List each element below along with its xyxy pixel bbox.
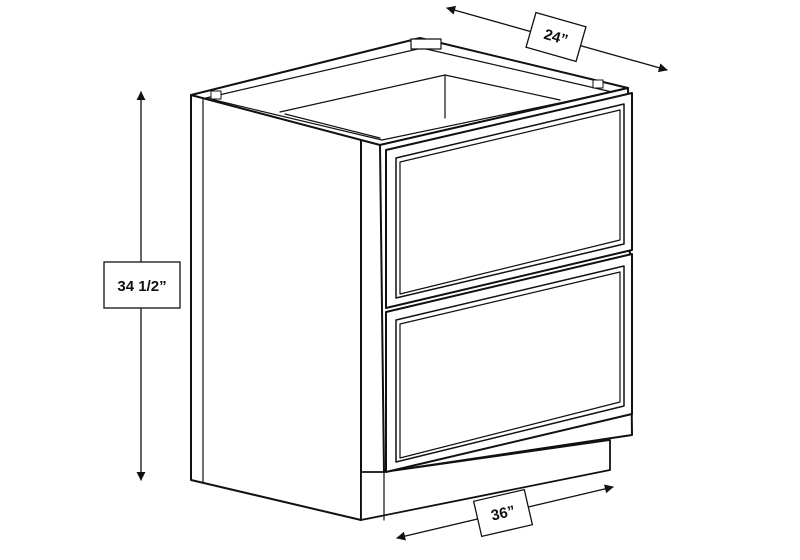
depth-label-box: [525, 11, 587, 63]
height-label: 34 1/2”: [117, 278, 166, 295]
height-dimension: 34 1/2”: [103, 91, 181, 481]
left-corner-bracket: [210, 90, 222, 100]
height-label-box: [103, 261, 181, 309]
depth-label: 24”: [542, 26, 570, 49]
width-label-box: [472, 488, 534, 538]
drawer-top: [385, 92, 633, 309]
right-corner-bracket: [592, 79, 604, 89]
interior-side-edge: [284, 113, 381, 139]
drawer-bottom: [385, 253, 633, 473]
drawer-top-front: [385, 92, 633, 309]
drawer-bottom-panel-inner: [399, 271, 621, 459]
width-dimension: 36”: [396, 484, 614, 541]
drawer-top-panel-inner: [399, 109, 621, 295]
depth-dimension: 24”: [446, 5, 668, 73]
left-side-panel: [190, 94, 362, 521]
drawer-bottom-panel: [395, 265, 625, 463]
width-label: 36”: [489, 502, 516, 524]
drawer-top-panel: [395, 103, 625, 299]
rear-corner-bracket: [410, 38, 442, 50]
